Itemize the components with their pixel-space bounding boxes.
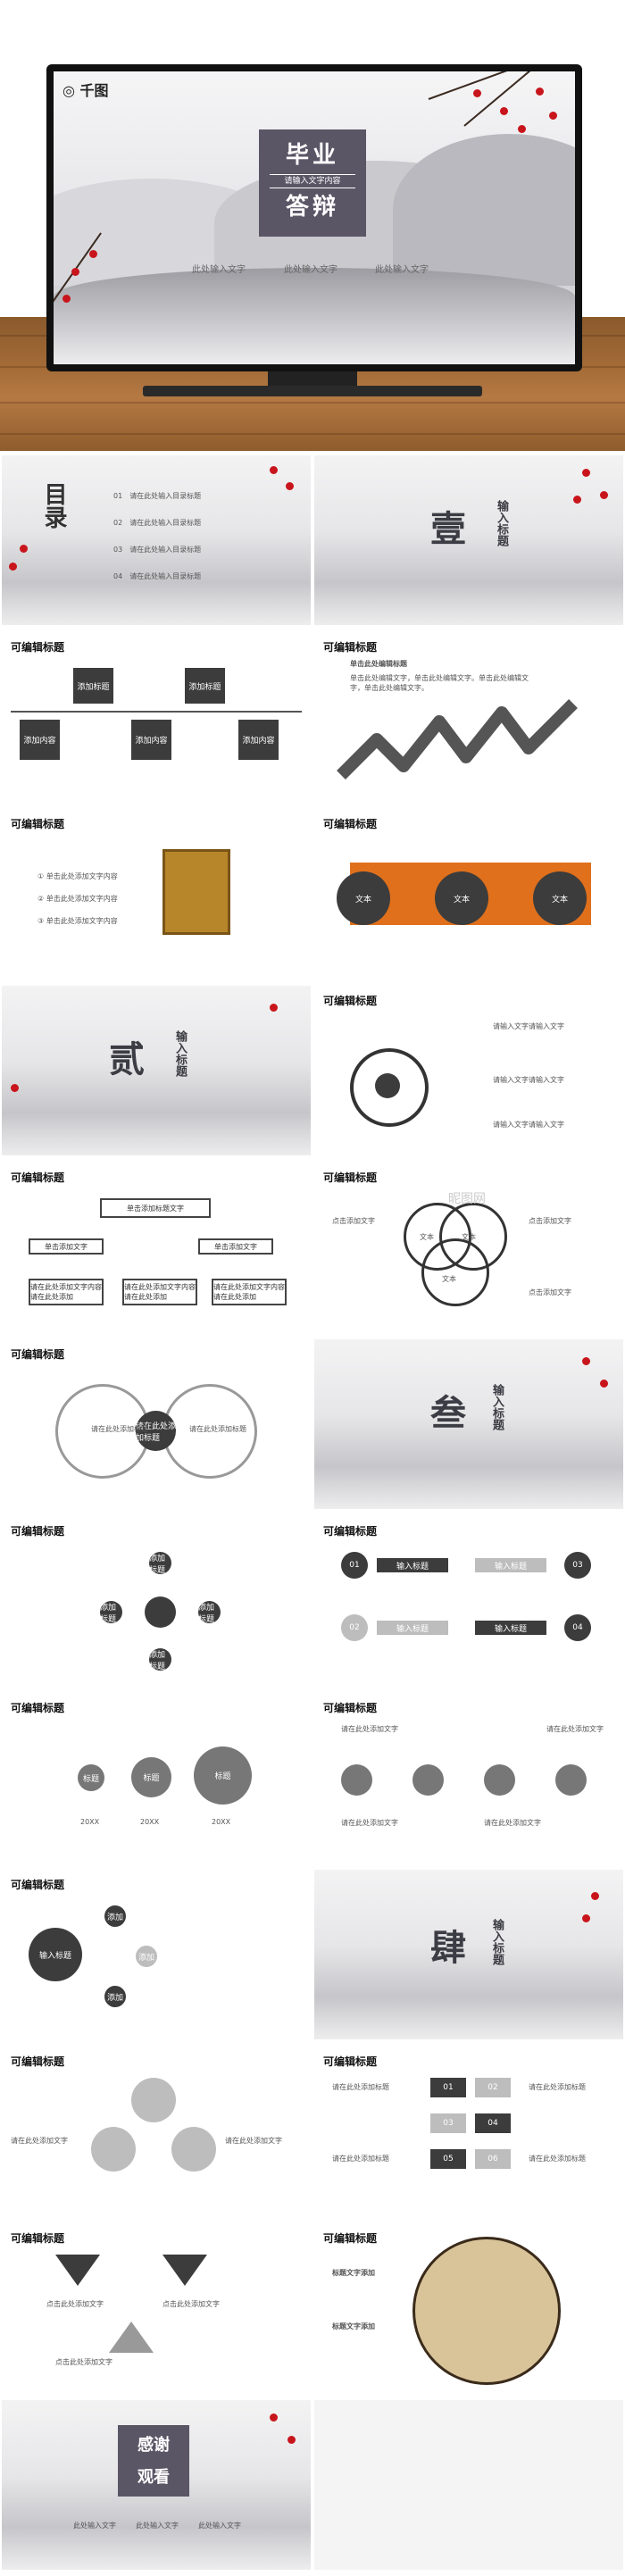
chapter-label: 输入标题 xyxy=(490,1384,504,1430)
hero-banner: ◎ 千图 毕业 请输入文字内容 答辩 此处输入文字 此处输入文字 此处输入文字 xyxy=(0,0,625,451)
slide-title: 可编辑标题 xyxy=(11,1171,65,1184)
chapter-number: 肆 xyxy=(430,1928,466,1969)
slide-balls: 可编辑标题 文本 文本 文本 xyxy=(314,809,623,979)
watermark: 昵图网 xyxy=(448,1192,486,1206)
slide-title: 可编辑标题 xyxy=(323,2055,378,2068)
slide-title: 可编辑标题 xyxy=(11,2232,65,2245)
chapter-number: 贰 xyxy=(109,1039,145,1080)
slide-chapter-4: 肆 输入标题 xyxy=(314,1870,623,2039)
slide-umbrella: 可编辑标题 标题文字添加 标题文字添加 xyxy=(314,2223,623,2393)
slide-loop: 可编辑标题 请在此处添加标题 请在此处添加标题 请在此处添加标题 xyxy=(2,1339,311,1509)
brand-logo: ◎ 千图 xyxy=(62,82,109,99)
slide-dragon: 可编辑标题 ① 单击此处添加文字内容 ② 单击此处添加文字内容 ③ 单击此处添加… xyxy=(2,809,311,979)
slide-title: 可编辑标题 xyxy=(323,1702,378,1714)
slide-cross: 可编辑标题 添加标题 添加标题 添加标题 添加标题 xyxy=(2,1516,311,1686)
monitor-base xyxy=(143,386,482,396)
slide-title: 可编辑标题 xyxy=(11,641,65,654)
slide-gears: 可编辑标题 01 03 02 04 输入标题 输入标题 输入标题 输入标题 xyxy=(314,1516,623,1686)
dragon-lantern-image xyxy=(162,849,230,935)
toc-item: 请在此处输入目录标题 xyxy=(129,492,202,500)
hero-item-2: 此处输入文字 xyxy=(284,265,338,275)
slide-title: 可编辑标题 xyxy=(11,818,65,830)
chapter-label: 输入标题 xyxy=(495,500,508,546)
chapter-number: 叁 xyxy=(430,1393,466,1434)
slide-title: 可编辑标题 xyxy=(323,1525,378,1538)
chapter-label: 输入标题 xyxy=(173,1030,187,1077)
hero-item-1: 此处输入文字 xyxy=(192,265,246,275)
hero-title-box: 毕业 请输入文字内容 答辩 xyxy=(259,129,366,237)
slide-venn: 可编辑标题 文本 文本 文本 点击添加文字 点击添加文字 点击添加文字 昵图网 xyxy=(314,1163,623,1332)
hero-title-line1: 毕业 xyxy=(285,142,339,169)
slide-title: 可编辑标题 xyxy=(11,1879,65,1891)
slide-branch: 可编辑标题 输入标题 添加 添加 添加 xyxy=(2,1870,311,2039)
slide-title: 可编辑标题 xyxy=(323,641,378,654)
slide-wave: 可编辑标题 单击此处编辑标题 单击此处编辑文字，单击此处编辑文字。单击此处编辑文… xyxy=(314,632,623,802)
slide-ring: 可编辑标题 请输入文字请输入文字 请输入文字请输入文字 请输入文字请输入文字 xyxy=(314,986,623,1155)
slide-thanks: 感谢 观看 此处输入文字 此处输入文字 此处输入文字 xyxy=(2,2400,311,2570)
slide-toc: 目录 01 请在此处输入目录标题 02 请在此处输入目录标题 03 请在此处输入… xyxy=(2,455,311,625)
brush-zigzag-arrow xyxy=(337,699,578,779)
toc-heading: 目录 xyxy=(40,482,67,529)
slide-badges: 可编辑标题 请在此处添加文字 请在此处添加文字 请在此处添加文字 请在此处添加文… xyxy=(314,1693,623,1863)
chapter-number: 壹 xyxy=(430,509,466,550)
hero-item-3: 此处输入文字 xyxy=(375,265,429,275)
slide-title: 可编辑标题 xyxy=(323,1171,378,1184)
slide-title: 可编辑标题 xyxy=(323,818,378,830)
slide-tags: 可编辑标题 添加标题 添加标题 添加内容 添加内容 添加内容 xyxy=(2,632,311,802)
slide-title: 可编辑标题 xyxy=(323,2232,378,2245)
slide-title: 可编辑标题 xyxy=(11,1348,65,1361)
empty-slot xyxy=(314,2400,623,2570)
slide-growth: 可编辑标题 标题 标题 标题 20XX 20XX 20XX xyxy=(2,1693,311,1863)
slide-grid: 可编辑标题 01 02 03 04 05 06 请在此处添加标题 请在此处添加标… xyxy=(314,2047,623,2216)
monitor-stand xyxy=(268,371,357,388)
slide-chapter-1: 壹 输入标题 xyxy=(314,455,623,625)
slide-title: 可编辑标题 xyxy=(11,2055,65,2068)
slide-chapter-2: 贰 输入标题 xyxy=(2,986,311,1155)
toc-item: 请在此处输入目录标题 xyxy=(129,546,202,554)
hero-subtitle: 请输入文字内容 xyxy=(270,174,355,188)
slide-title: 可编辑标题 xyxy=(11,1702,65,1714)
slide-triangles: 可编辑标题 点击此处添加文字 点击此处添加文字 点击此处添加文字 xyxy=(2,2223,311,2393)
slide-frames: 可编辑标题 单击添加标题文字 单击添加文字 单击添加文字 请在此处添加文字内容请… xyxy=(2,1163,311,1332)
slide-flower: 可编辑标题 请在此处添加文字 请在此处添加文字 xyxy=(2,2047,311,2216)
slide-title: 可编辑标题 xyxy=(323,995,378,1007)
hero-title-line2: 答辩 xyxy=(285,194,339,221)
chapter-label: 输入标题 xyxy=(490,1919,504,1965)
umbrella-image xyxy=(412,2237,561,2385)
toc-item: 请在此处输入目录标题 xyxy=(129,572,202,580)
slide-title: 可编辑标题 xyxy=(11,1525,65,1538)
slide-chapter-3: 叁 输入标题 xyxy=(314,1339,623,1509)
toc-item: 请在此处输入目录标题 xyxy=(129,519,202,527)
